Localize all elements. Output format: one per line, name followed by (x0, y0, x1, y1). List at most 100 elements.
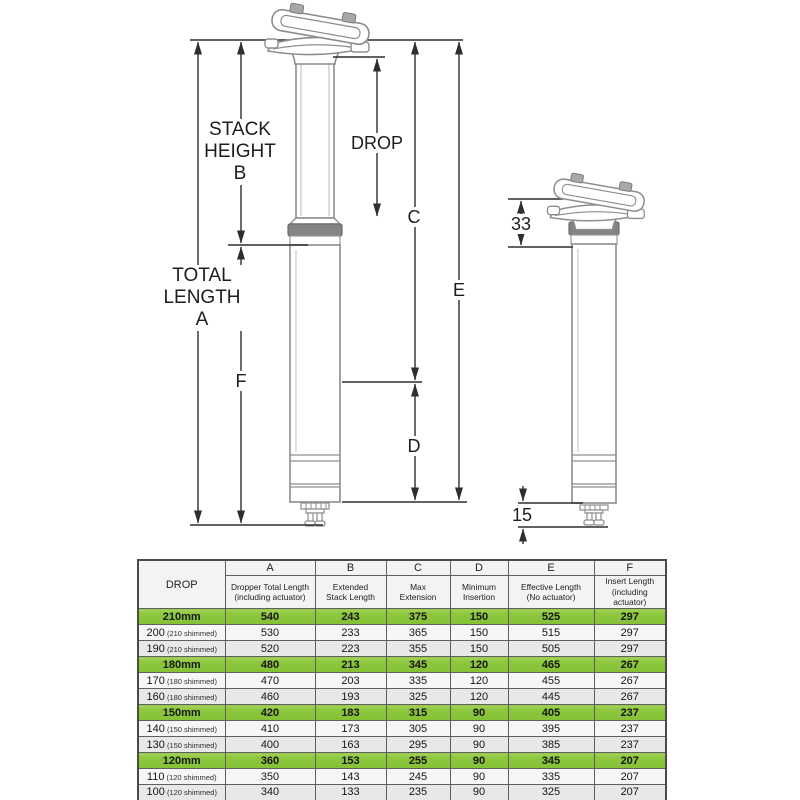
value-D-130: 90 (449, 736, 509, 753)
value-F-110: 207 (593, 768, 667, 785)
drop-cell-200: 200 (210 shimmed) (137, 624, 226, 641)
value-D-150mm: 90 (449, 704, 509, 721)
drop-cell-110: 110 (120 shimmed) (137, 768, 226, 785)
value-E-190: 505 (507, 640, 595, 657)
column-letter-D: D (449, 559, 509, 576)
value-B-190: 223 (314, 640, 387, 657)
value-A-190: 520 (224, 640, 316, 657)
value-D-170: 120 (449, 672, 509, 689)
value-F-170: 267 (593, 672, 667, 689)
extended-post-drawing (264, 0, 373, 527)
value-F-120mm: 207 (593, 752, 667, 769)
value-A-150mm: 420 (224, 704, 316, 721)
value-F-200: 297 (593, 624, 667, 641)
value-A-210mm: 540 (224, 608, 316, 625)
column-letter-E: E (507, 559, 595, 576)
value-E-210mm: 525 (507, 608, 595, 625)
value-E-180mm: 465 (507, 656, 595, 673)
value-B-180mm: 213 (314, 656, 387, 673)
column-desc-E: Effective Length (No actuator) (507, 575, 595, 609)
value-F-180mm: 267 (593, 656, 667, 673)
value-D-120mm: 90 (449, 752, 509, 769)
value-D-100: 90 (449, 784, 509, 800)
shim-note: (210 shimmed) (164, 644, 217, 654)
value-C-190: 355 (385, 640, 451, 657)
value-A-110: 350 (224, 768, 316, 785)
value-F-210mm: 297 (593, 608, 667, 625)
value-E-120mm: 345 (507, 752, 595, 769)
value-F-140: 237 (593, 720, 667, 737)
value-C-200: 365 (385, 624, 451, 641)
drop-cell-170: 170 (180 shimmed) (137, 672, 226, 689)
value-A-180mm: 480 (224, 656, 316, 673)
value-B-150mm: 183 (314, 704, 387, 721)
value-C-170: 335 (385, 672, 451, 689)
value-D-180mm: 120 (449, 656, 509, 673)
value-A-130: 400 (224, 736, 316, 753)
value-B-200: 233 (314, 624, 387, 641)
dim-15-label: 15 (508, 505, 536, 525)
value-D-200: 150 (449, 624, 509, 641)
value-C-130: 295 (385, 736, 451, 753)
total-length-label: TOTAL LENGTH A (159, 265, 245, 331)
dimension-diagram: STACK HEIGHT B TOTAL LENGTH A DROP C D E… (159, 0, 648, 544)
column-desc-B: Extended Stack Length (314, 575, 387, 609)
value-C-180mm: 345 (385, 656, 451, 673)
value-E-110: 335 (507, 768, 595, 785)
column-letter-B: B (314, 559, 387, 576)
saddle-clamp (264, 0, 373, 65)
value-E-150mm: 405 (507, 704, 595, 721)
value-B-170: 203 (314, 672, 387, 689)
value-B-210mm: 243 (314, 608, 387, 625)
value-D-160: 120 (449, 688, 509, 705)
column-desc-C: Max Extension (385, 575, 451, 609)
shim-note: (150 shimmed) (164, 724, 217, 734)
value-C-140: 305 (385, 720, 451, 737)
value-F-150mm: 237 (593, 704, 667, 721)
value-F-130: 237 (593, 736, 667, 753)
drop-cell-150mm: 150mm (137, 704, 226, 721)
value-E-130: 385 (507, 736, 595, 753)
shim-note: (180 shimmed) (164, 676, 217, 686)
drop-cell-140: 140 (150 shimmed) (137, 720, 226, 737)
compressed-post-drawing (546, 169, 648, 526)
value-A-120mm: 360 (224, 752, 316, 769)
lower-tube (571, 243, 617, 504)
upper-tube-flare (288, 217, 342, 225)
value-F-100: 207 (593, 784, 667, 800)
value-E-100: 325 (507, 784, 595, 800)
dim-33-label: 33 (507, 214, 535, 234)
value-C-110: 245 (385, 768, 451, 785)
corner-drop-header: DROP (137, 559, 226, 609)
value-D-210mm: 150 (449, 608, 509, 625)
value-B-140: 173 (314, 720, 387, 737)
value-C-100: 235 (385, 784, 451, 800)
drop-cell-210mm: 210mm (137, 608, 226, 625)
column-desc-A: Dropper Total Length (including actuator… (224, 575, 316, 609)
value-C-160: 325 (385, 688, 451, 705)
value-B-120mm: 153 (314, 752, 387, 769)
drop-cell-160: 160 (180 shimmed) (137, 688, 226, 705)
value-E-200: 515 (507, 624, 595, 641)
shim-note: (150 shimmed) (164, 740, 217, 750)
shim-note: (180 shimmed) (164, 692, 217, 702)
stack-height-label: STACK HEIGHT B (200, 119, 280, 185)
value-E-170: 455 (507, 672, 595, 689)
dim-f-label: F (232, 371, 250, 391)
shim-note: (210 shimmed) (164, 628, 217, 638)
drop-cell-120mm: 120mm (137, 752, 226, 769)
shim-note: (120 shimmed) (164, 772, 217, 782)
value-E-160: 445 (507, 688, 595, 705)
value-B-100: 133 (314, 784, 387, 800)
collar-band (287, 223, 343, 237)
value-C-150mm: 315 (385, 704, 451, 721)
